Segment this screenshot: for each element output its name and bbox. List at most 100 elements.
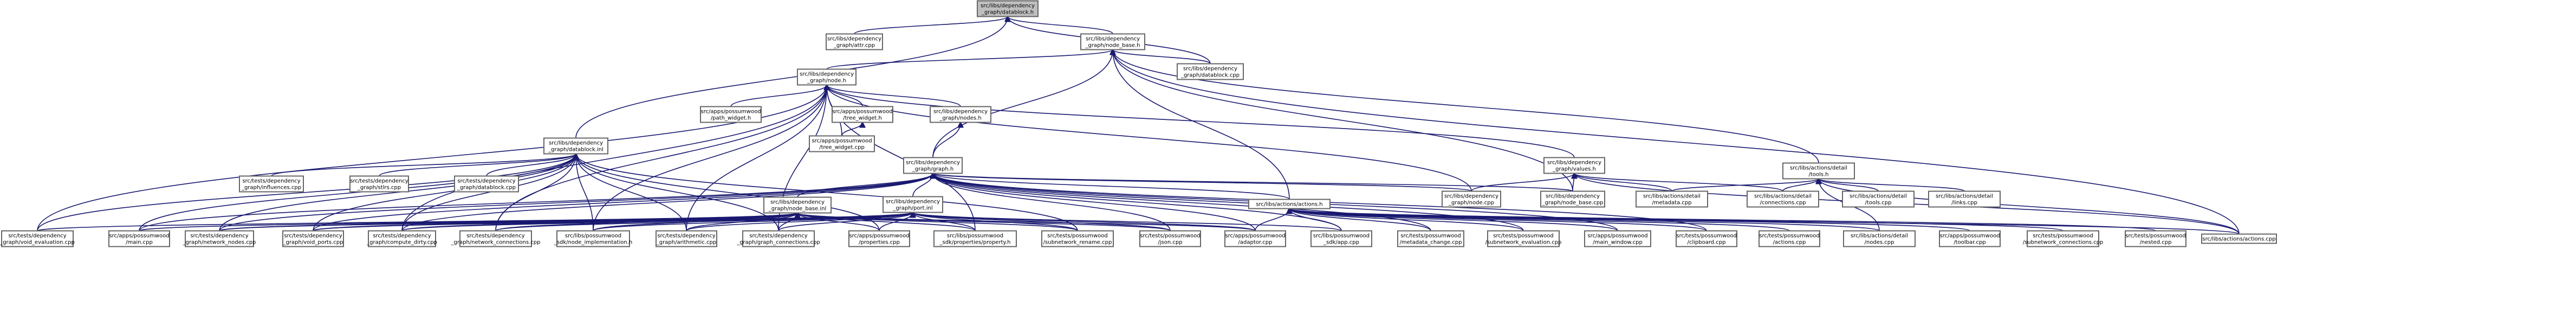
graph-node-b-main[interactable]: src/apps/possumwood/main.cpp <box>108 230 170 247</box>
node-label: /main_window.cpp <box>1593 240 1643 246</box>
graph-node-attr-cpp[interactable]: src/libs/dependency_graph/attr.cpp <box>826 33 883 50</box>
graph-node-tree-widget-cpp[interactable]: src/apps/possumwood/tree_widget.cpp <box>809 135 875 152</box>
node-label: _graph/stlrs.cpp <box>357 185 401 191</box>
graph-node-links-cpp[interactable]: src/libs/actions/detail/links.cpp <box>1928 190 2001 208</box>
node-label: src/tests/possumwood <box>1759 233 1819 239</box>
graph-node-b-json[interactable]: src/tests/possumwood/json.cpp <box>1139 230 1201 247</box>
graph-node-b-clipboard[interactable]: src/tests/possumwood/clipboard.cpp <box>1676 230 1737 247</box>
node-box <box>848 230 910 247</box>
graph-node-b-metadata-change[interactable]: src/tests/possumwood/metadata_change.cpp <box>1397 230 1464 247</box>
graph-node-tree-widget[interactable]: src/apps/possumwood/tree_widget.h <box>832 106 893 123</box>
graph-node-detail-tools-h[interactable]: src/libs/actions/detail/tools.h <box>1782 162 1855 180</box>
node-label: src/tests/dependency <box>466 233 524 239</box>
graph-node-b-void-eval[interactable]: src/tests/dependency_graph/void_evaluati… <box>0 230 75 247</box>
node-label: /actions.cpp <box>1773 240 1806 246</box>
node-label: _graph/datablock.h <box>981 10 1034 16</box>
node-label: src/tests/dependency <box>8 233 66 239</box>
node-label: /tree_widget.cpp <box>819 145 865 151</box>
dependency-edge <box>933 174 1290 200</box>
node-label: _graph/arithmetic.cpp <box>656 240 716 246</box>
node-label: _graph/attr.cpp <box>833 43 875 49</box>
node-label: src/tests/possumwood <box>2125 233 2185 239</box>
graph-node-b-subnet-eval[interactable]: src/tests/possumwood/subnetwork_evaluati… <box>1485 230 1562 247</box>
graph-node-datablock-cpp[interactable]: src/libs/dependency_graph/datablock.cpp <box>1177 63 1244 80</box>
node-label: src/tests/dependency <box>373 233 431 239</box>
node-box <box>1676 230 1737 247</box>
graph-node-path-widget[interactable]: src/apps/possumwood/path_widget.h <box>700 106 762 123</box>
graph-node-b-main-window[interactable]: src/apps/possumwood/main_window.cpp <box>1584 230 1651 247</box>
node-box <box>1224 230 1286 247</box>
node-label: src/libs/dependency <box>770 200 825 206</box>
node-label: src/libs/possumwood <box>565 233 621 239</box>
dependency-edge <box>1471 174 1574 192</box>
graph-node-t-stlrs[interactable]: src/tests/dependency_graph/stlrs.cpp <box>349 175 409 193</box>
node-label: /json.cpp <box>1158 240 1182 246</box>
graph-node-node-h[interactable]: src/libs/dependency_graph/node.h <box>797 68 856 86</box>
node-box <box>2125 230 2186 247</box>
dependency-edge <box>1574 174 1783 192</box>
graph-node-tools-cpp[interactable]: src/libs/actions/detail/tools.cpp <box>1842 190 1915 208</box>
dependency-edge <box>841 123 862 136</box>
graph-node-graph-h[interactable]: src/libs/dependency_graph/graph.h <box>903 157 963 174</box>
graph-node-datablock-inl[interactable]: src/libs/dependency_graph/datablock.inl <box>543 137 608 155</box>
graph-node-b-subnet-rename[interactable]: src/tests/possumwood/subnetwork_rename.c… <box>1041 230 1114 247</box>
dependency-edge <box>1113 50 2240 234</box>
graph-node-b-properties[interactable]: src/apps/possumwood/properties.cpp <box>848 230 910 247</box>
dependency-edge <box>1289 209 1880 232</box>
graph-node-b-network-nodes[interactable]: src/tests/dependency_graph/network_nodes… <box>183 230 256 247</box>
graph-node-b-adaptor[interactable]: src/apps/possumwood/adaptor.cpp <box>1224 230 1286 247</box>
graph-node-b-nested[interactable]: src/tests/possumwood/nested.cpp <box>2125 230 2186 247</box>
node-label: _graph/node_base.h <box>1085 43 1140 49</box>
node-box <box>185 230 254 247</box>
graph-node-values-h[interactable]: src/libs/dependency_graph/values.h <box>1543 157 1605 174</box>
node-box <box>1842 190 1915 208</box>
node-label: src/tests/dependency <box>284 233 342 239</box>
node-box <box>656 230 717 247</box>
graph-node-node-base-h[interactable]: src/libs/dependency_graph/node_base.h <box>1080 33 1145 50</box>
graph-node-b-void-ports[interactable]: src/tests/dependency_graph/void_ports.cp… <box>282 230 344 247</box>
node-label: src/tests/dependency <box>657 233 715 239</box>
graph-node-b-network-conn[interactable]: src/tests/dependency_graph/network_conne… <box>451 230 541 247</box>
graph-node-actions-h[interactable]: src/libs/actions/actions.h <box>1248 199 1331 209</box>
node-label: src/apps/possumwood <box>1225 233 1285 239</box>
node-box <box>2027 230 2099 247</box>
graph-node-b-node-impl[interactable]: src/libs/possumwood_sdk/node_implementat… <box>554 230 632 247</box>
graph-node-t-influences[interactable]: src/tests/dependency_graph/influences.cp… <box>239 175 304 193</box>
node-box <box>459 230 532 247</box>
graph-node-b-property[interactable]: src/libs/possumwood_sdk/properties/prope… <box>933 230 1017 247</box>
node-box <box>1540 190 1605 208</box>
node-layer: src/libs/dependency_graph/datablock.hsrc… <box>0 0 2277 247</box>
dependency-edge <box>1113 50 1290 200</box>
node-label: _graph/node.cpp <box>1448 200 1494 206</box>
node-label: src/libs/dependency <box>1444 194 1498 200</box>
dependency-edge <box>1573 174 1574 192</box>
dependency-edge <box>797 174 933 197</box>
graph-node-datablock-h[interactable]: src/libs/dependency_graph/datablock.h <box>977 0 1039 17</box>
graph-node-b-subnet-conn[interactable]: src/tests/possumwood/subnetwork_connecti… <box>2023 230 2104 247</box>
node-box <box>1782 162 1855 180</box>
node-box <box>556 230 630 247</box>
node-label: src/apps/possumwood <box>1939 233 2000 239</box>
node-box <box>1397 230 1464 247</box>
graph-node-t-datablock[interactable]: src/tests/dependency_graph/datablock.cpp <box>454 175 519 193</box>
graph-node-b-compute-dirty[interactable]: src/tests/dependency_graph/compute_dirty… <box>366 230 437 247</box>
graph-node-connections-cpp[interactable]: src/libs/actions/detail/connections.cpp <box>1747 190 1819 208</box>
graph-node-b-actions-t[interactable]: src/tests/possumwood/actions.cpp <box>1759 230 1820 247</box>
node-label: src/libs/dependency <box>1086 36 1140 42</box>
graph-node-node-base-cpp[interactable]: src/libs/dependency_graph/node_base.cpp <box>1540 190 1605 208</box>
graph-node-b-actions-cpp[interactable]: src/libs/actions/actions.cpp <box>2201 233 2277 244</box>
node-box <box>1747 190 1819 208</box>
graph-node-node-cpp[interactable]: src/libs/dependency_graph/node.cpp <box>1442 190 1501 208</box>
graph-node-port-inl[interactable]: src/libs/dependency_graph/port.inl <box>883 196 943 213</box>
graph-node-metadata-cpp[interactable]: src/libs/actions/detail/metadata.cpp <box>1636 190 1708 208</box>
graph-node-b-app[interactable]: src/libs/possumwood_sdk/app.cpp <box>1310 230 1372 247</box>
graph-node-b-arithmetic[interactable]: src/tests/dependency_graph/arithmetic.cp… <box>656 230 717 247</box>
graph-node-nodes-h[interactable]: src/libs/dependency_graph/nodes.h <box>930 106 991 123</box>
graph-node-b-toolbar[interactable]: src/apps/possumwood/toolbar.cpp <box>1939 230 2001 247</box>
node-label: /subnetwork_evaluation.cpp <box>1485 240 1562 246</box>
graph-node-b-detail-nodes[interactable]: src/libs/actions/detail/nodes.cpp <box>1843 230 1916 247</box>
graph-node-b-graph-conn[interactable]: src/tests/dependency_graph/graph_connect… <box>736 230 820 247</box>
node-label: _graph/datablock.inl <box>548 147 604 153</box>
graph-node-node-base-inl[interactable]: src/libs/dependency_graph/node_base.inl <box>763 196 832 214</box>
